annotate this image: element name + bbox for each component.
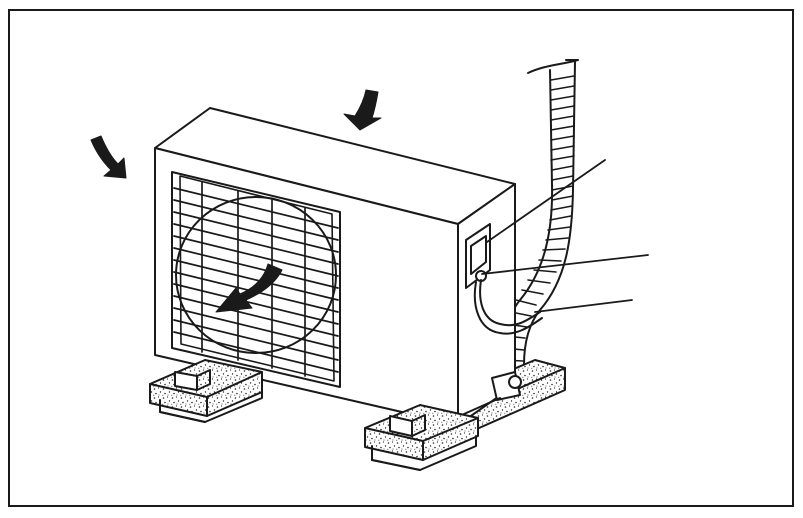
airflow-arrow-icon [343, 89, 382, 131]
leader-line-3 [534, 299, 633, 313]
leader-line-2 [481, 254, 649, 275]
leader-lines [481, 159, 649, 313]
connecting-tube [479, 279, 541, 327]
service-panel [465, 223, 491, 289]
airflow-arrow-icon [215, 263, 283, 313]
drain-fitting [454, 371, 522, 419]
mounting-block-left [149, 359, 263, 423]
airflow-arrow-icon [90, 135, 127, 179]
leader-line-1 [486, 159, 606, 243]
mounting-block-right [364, 404, 479, 471]
